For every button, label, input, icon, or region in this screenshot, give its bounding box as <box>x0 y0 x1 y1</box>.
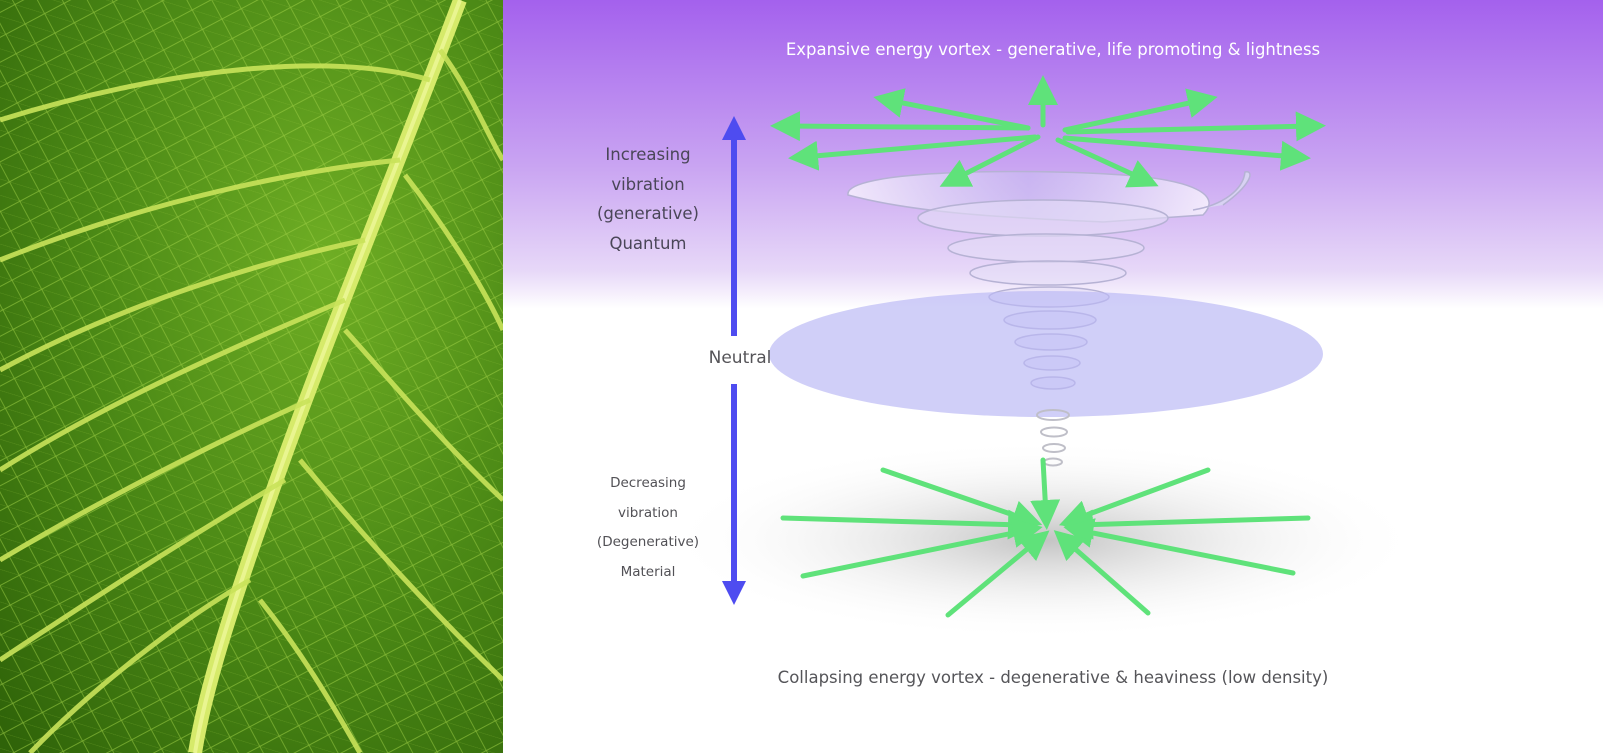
arrow-in-5 <box>1030 457 1061 530</box>
arrow-out-2 <box>873 88 1031 131</box>
leaf-photo <box>0 0 503 753</box>
arrow-in-9 <box>1053 530 1151 616</box>
arrow-in-8 <box>1063 518 1296 576</box>
arrow-out-3 <box>788 134 1038 171</box>
arrow-out-1 <box>770 111 1031 142</box>
collapsing-vortex-caption: Collapsing energy vortex - degenerative … <box>777 668 1329 687</box>
arrow-in-2 <box>880 467 1043 530</box>
arrow-in-3 <box>800 518 1043 579</box>
increasing-line-1: Increasing <box>605 145 691 164</box>
decreasing-line-4: Material <box>620 563 676 580</box>
neutral-plane <box>769 291 1323 417</box>
arrow-out-9 <box>1055 137 1159 188</box>
arrow-out-8 <box>1062 135 1311 171</box>
arrow-in-1 <box>780 509 1038 540</box>
leaf-image <box>0 0 503 753</box>
arrow-in-7 <box>1063 509 1311 540</box>
collapsing-arrows <box>780 457 1311 618</box>
arrow-in-4 <box>945 530 1050 618</box>
decreasing-line-2: vibration <box>618 504 678 521</box>
vortex-diagram: Expansive energy vortex - generative, li… <box>503 0 1603 753</box>
arrow-out-4 <box>939 134 1041 187</box>
decreasing-line-1: Decreasing <box>610 475 686 491</box>
increasing-line-2: vibration <box>611 174 685 194</box>
increasing-line-3: (generative) <box>597 204 699 223</box>
arrow-out-6 <box>1062 88 1218 133</box>
arrow-out-7 <box>1065 111 1326 142</box>
decreasing-vibration-label: Decreasing vibration (Degenerative) Mate… <box>563 469 733 587</box>
expansive-vortex-caption: Expansive energy vortex - generative, li… <box>785 40 1321 59</box>
increasing-line-4: Quantum <box>609 233 687 253</box>
increasing-vibration-label: Increasing vibration (generative) Quantu… <box>563 140 733 258</box>
decreasing-line-3: (Degenerative) <box>596 534 700 550</box>
vortex-illustration <box>663 75 1423 640</box>
arrow-in-6 <box>1058 467 1211 529</box>
neutral-label: Neutral <box>708 348 772 368</box>
expansive-arrows <box>770 75 1326 188</box>
